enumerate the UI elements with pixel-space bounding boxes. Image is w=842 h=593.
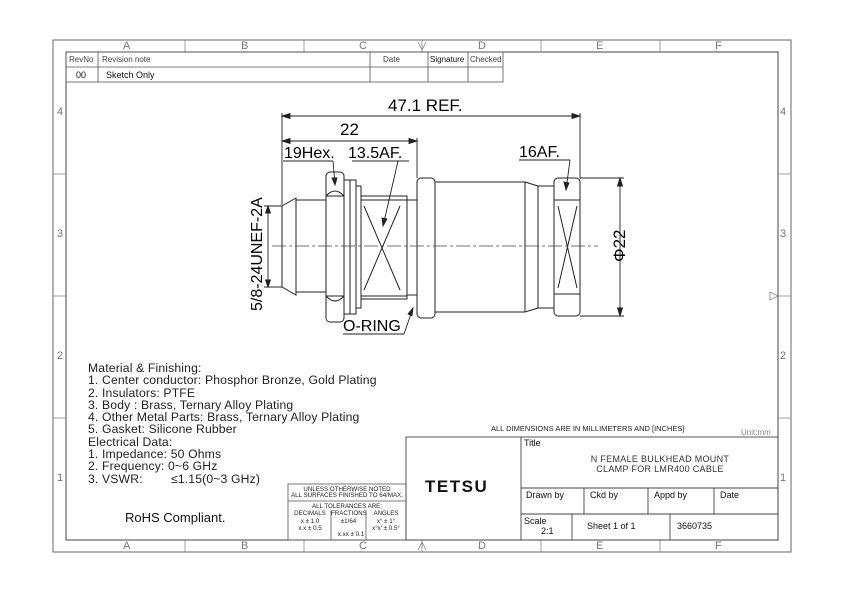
zone-label-bottom-f: F (715, 540, 722, 552)
hex-label: 19Hex. (284, 145, 335, 162)
sheet-count: Sheet 1 of 1 (587, 521, 636, 531)
zone-label-bottom-a: A (123, 540, 131, 552)
centering-marks (417, 41, 779, 551)
zone-label-left-4: 4 (57, 106, 64, 118)
title-label: Title (524, 438, 541, 448)
checked-by-label: Ckd by (590, 490, 619, 500)
tolerance-angle-2: x°x' ± 0.5° (372, 525, 400, 532)
zone-label-left-1: 1 (57, 472, 64, 484)
tolerance-line3: ALL TOLERANCES ARE: (311, 503, 383, 510)
zone-label-left-3: 3 (57, 228, 64, 240)
af2-label: 16AF. (519, 144, 560, 161)
rohs-statement: RoHS Compliant. (125, 510, 226, 525)
revision-header-rev: RevNo (69, 55, 94, 64)
dimensions-note: ALL DIMENSIONS ARE IN MILLIMETERS AND [I… (491, 424, 685, 433)
thread-dimension (264, 204, 282, 289)
af2-leader (519, 159, 571, 192)
tolerance-header-decimals: DECIMALS (294, 510, 326, 517)
zone-label-top-e: E (596, 40, 604, 52)
tolerance-line2: ALL SURFACES FINISHED TO 64/MAX. (291, 492, 403, 499)
tolerance-decimal-3: x.xx ± 0.1 (337, 531, 365, 538)
tolerance-decimal-2: x.x ± 0.5 (298, 525, 322, 532)
title-block-lines (405, 436, 779, 541)
title-line-2: CLAMP FOR LMR400 CABLE (596, 464, 724, 474)
zone-label-bottom-d: D (478, 540, 486, 552)
unit-label: Unit:mm (741, 428, 771, 437)
title-line-1: N FEMALE BULKHEAD MOUNT (590, 454, 730, 464)
material-notes: Material & Finishing: 1. Center conducto… (88, 362, 377, 485)
zone-label-top-d: D (478, 40, 486, 52)
zone-label-right-2: 2 (780, 350, 787, 362)
note-line: 3. VSWR: ≤1.15(0~3 GHz) (88, 471, 261, 486)
zone-label-top-b: B (241, 40, 249, 52)
note-line: Electrical Data: (88, 434, 173, 449)
revision-header-note: Revision note (102, 55, 151, 64)
zone-label-bottom-b: B (241, 540, 249, 552)
tolerance-header-fractions: FRACTIONS (331, 510, 367, 517)
zone-label-left-2: 2 (57, 350, 64, 362)
overall-length-label: 47.1 REF. (388, 96, 463, 115)
scale-label: Scale (524, 516, 547, 526)
diameter-dimension (580, 176, 624, 318)
revision-row-rev: 00 (76, 70, 87, 80)
flange-length-dimension (280, 137, 419, 178)
oring-label: O-RING (343, 318, 401, 335)
oring-leader (343, 306, 414, 335)
overall-length-dimension (280, 112, 582, 205)
note-line: 1. Impedance: 50 Ohms (88, 447, 222, 462)
note-line: 2. Frequency: 0~6 GHz (88, 459, 218, 474)
af-label: 13.5AF. (348, 145, 402, 162)
date-label: Date (720, 490, 740, 500)
af-leader (352, 160, 409, 228)
tolerance-line1: UNLESS OTHERWISE NOTED (303, 486, 391, 493)
zone-label-top-c: C (359, 40, 367, 52)
revision-header-date: Date (383, 55, 400, 64)
diameter-label: Φ22 (610, 230, 629, 262)
zone-label-bottom-c: C (359, 540, 367, 552)
tolerance-angle-1: x° ± 1° (376, 518, 396, 525)
zone-label-bottom-e: E (596, 540, 604, 552)
revision-table (65, 51, 504, 83)
scale-value: 2:1 (541, 526, 554, 536)
revision-header-signature: Signature (430, 55, 465, 64)
note-line: 5. Gasket: Silicone Rubber (88, 422, 237, 437)
tolerance-decimal-1: x ± 1.0 (300, 518, 320, 525)
drawing-number: 3660735 (677, 521, 713, 531)
zone-label-right-1: 1 (780, 472, 787, 484)
zone-label-top-a: A (123, 40, 131, 52)
thread-label: 5/8-24UNEF-2A (249, 197, 266, 311)
note-line: 2. Insulators: PTFE (88, 385, 196, 400)
revision-header-checked: Checked (470, 55, 502, 64)
hex-leader (283, 160, 338, 187)
tolerance-fraction-1: ±1/64 (340, 518, 357, 525)
revision-row-note: Sketch Only (106, 70, 155, 80)
drawn-by-label: Drawn by (526, 490, 565, 500)
connector-drawing (281, 171, 581, 323)
note-line: 1. Center conductor: Phosphor Bronze, Go… (88, 373, 377, 388)
zone-label-top-f: F (715, 40, 722, 52)
zone-label-right-3: 3 (780, 228, 787, 240)
approved-by-label: Appd by (654, 490, 688, 500)
zone-label-right-4: 4 (780, 106, 787, 118)
tolerance-header-angles: ANGLES (373, 510, 399, 517)
note-line: Material & Finishing: (88, 361, 202, 375)
company-logo: TETSU (425, 477, 489, 496)
note-line: 4. Other Metal Parts: Brass, Ternary All… (88, 410, 360, 425)
note-line: 3. Body : Brass, Ternary Alloy Plating (88, 397, 294, 412)
flange-length-label: 22 (340, 120, 359, 139)
